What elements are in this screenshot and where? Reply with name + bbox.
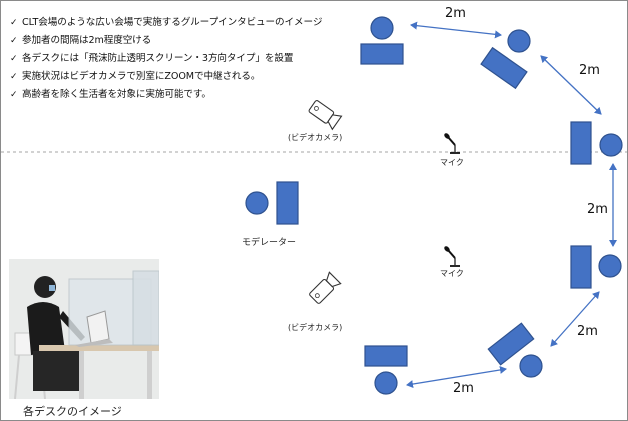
bullet-item: ✓実施状況はビデオカメラで別室にZOOMで中継される。 [10, 68, 322, 86]
mic-label: マイク [440, 269, 464, 278]
bullet-item: ✓CLT会場のような広い会場で実施するグループインタビューのイメージ [10, 14, 322, 32]
mic-label: マイク [440, 158, 464, 167]
participant-seat-2 [480, 29, 531, 90]
bullet-item: ✓各デスクには「飛沫防止透明スクリーン・3方向タイプ」を設置 [10, 50, 322, 68]
check-icon: ✓ [10, 90, 18, 100]
distance-arrow-bottom [406, 366, 507, 388]
desk-photo [9, 259, 159, 399]
moderator-seat [245, 181, 299, 225]
distance-label-upper-right: 2m [579, 63, 600, 78]
microphone-icon [444, 246, 460, 267]
participant-seat-4 [570, 245, 622, 289]
check-icon: ✓ [10, 18, 18, 28]
participant-seat-5 [487, 322, 543, 378]
check-icon: ✓ [10, 36, 18, 46]
camera-label: (ビデオカメラ) [288, 133, 343, 142]
bullet-item: ✓高齢者を除く生活者を対象に実施可能です。 [10, 86, 322, 104]
distance-label-top: 2m [445, 6, 466, 21]
distance-label-lower-right: 2m [577, 324, 598, 339]
photo-caption: 各デスクのイメージ [23, 405, 122, 418]
participant-seat-3 [570, 121, 623, 165]
moderator-label: モデレーター [242, 238, 297, 248]
video-camera-icon [308, 100, 343, 131]
microphone-icon [444, 133, 460, 154]
distance-arrow-lower-right [550, 291, 600, 347]
distance-label-right: 2m [587, 202, 608, 217]
distance-label-bottom: 2m [453, 381, 474, 396]
participant-seat-1 [360, 16, 404, 65]
check-icon: ✓ [10, 72, 18, 82]
distance-arrow-upper-right [540, 55, 602, 115]
camera-label: (ビデオカメラ) [288, 323, 343, 332]
participant-seat-6 [364, 345, 408, 395]
bullet-item: ✓参加者の間隔は2m程度空ける [10, 32, 322, 50]
video-camera-icon [309, 271, 342, 304]
check-icon: ✓ [10, 54, 18, 64]
bullet-list: ✓CLT会場のような広い会場で実施するグループインタビューのイメージ ✓参加者の… [10, 14, 322, 104]
distance-arrow-top [410, 21, 502, 39]
